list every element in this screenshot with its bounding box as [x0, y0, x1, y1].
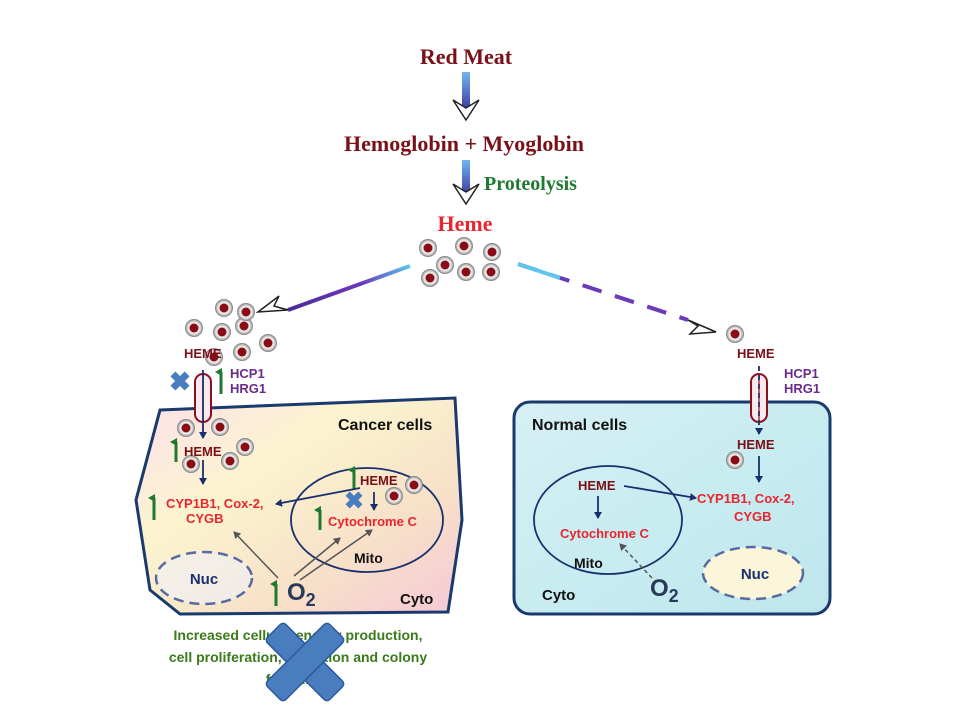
cancer-intracellular-heme [177, 418, 254, 473]
cancer-effect-line1: Increased cellular energy production, [174, 627, 423, 643]
normal-cells-title: Normal cells [532, 417, 627, 434]
heme-molecule-icon [177, 419, 195, 437]
heme-title-label: Heme [438, 211, 493, 236]
arrow-heme-to-cancer [255, 264, 411, 313]
heme-molecule-icon [405, 476, 423, 494]
heme-molecule-icon [259, 334, 277, 352]
cancer-cyp-label-line2: CYGB [186, 511, 224, 526]
heme-molecule-icon [237, 303, 255, 321]
normal-nuc-label: Nuc [741, 566, 769, 583]
heme-molecule-icon [236, 438, 254, 456]
normal-o2-text: O [650, 575, 669, 602]
cancer-o2-subscript: 2 [306, 590, 316, 610]
normal-heme-outside-label: HEME [737, 346, 775, 361]
heme-molecule-icon [436, 256, 454, 274]
red-meat-label: Red Meat [420, 44, 513, 69]
heme-molecule-icon [483, 243, 501, 261]
normal-nucleus [701, 545, 805, 601]
normal-o2-subscript: 2 [669, 586, 679, 606]
normal-outside-heme [726, 325, 744, 343]
blocked-cross-icon [170, 371, 190, 391]
cancer-hcp1-label: HCP1 [230, 366, 265, 381]
normal-mito-label: Mito [574, 555, 603, 571]
normal-o2-to-mito-arrow [619, 543, 653, 579]
cancer-mito-label: Mito [354, 550, 383, 566]
normal-heme-inside-label: HEME [737, 437, 775, 452]
cancer-heme-outside-label: HEME [184, 346, 222, 361]
heme-molecule-icon [213, 323, 231, 341]
cancer-o2-text: O [287, 579, 306, 606]
cancer-cyto-label: Cyto [400, 591, 433, 608]
hemoglobin-myoglobin-label: Hemoglobin + Myoglobin [344, 131, 584, 156]
cancer-o2-to-mito-arrow [293, 537, 341, 577]
arrow-heme-to-normal [517, 262, 717, 335]
normal-cyp-label-line1: CYP1B1, Cox-2, [697, 491, 795, 506]
proteolysis-label: Proteolysis [484, 173, 577, 195]
heme-molecule-icon [421, 269, 439, 287]
heme-molecule-icon [233, 343, 251, 361]
heme-molecule-icon [726, 451, 744, 469]
cancer-cyp-label-line1: CYP1B1, Cox-2, [166, 496, 264, 511]
cancer-o2-to-cytc-arrow [299, 529, 373, 581]
cancer-nucleus [154, 550, 254, 606]
cancer-nuc-label: Nuc [190, 571, 218, 588]
heme-molecule-icon [385, 487, 403, 505]
mito-blocked-cross-icon [345, 491, 363, 509]
normal-mitochondria [533, 465, 683, 575]
cancer-mito-heme-to-cyp-arrow [275, 487, 361, 507]
normal-mito-heme-label: HEME [578, 478, 616, 493]
heme-molecule-icon [482, 263, 500, 281]
arrow-redmeat-to-hemoglobin [452, 72, 480, 122]
effect-blocked-cross-icon [265, 622, 345, 702]
cancer-o2-label: O2 [287, 579, 316, 610]
arrow-hemoglobin-to-heme [452, 160, 480, 206]
cancer-cytochrome-c-label: Cytochrome C [328, 514, 417, 529]
normal-cytochrome-c-label: Cytochrome C [560, 526, 649, 541]
cancer-cells-title: Cancer cells [338, 417, 432, 434]
heme-molecule-cluster-left [185, 299, 277, 366]
normal-o2-label: O2 [650, 575, 679, 606]
normal-mito-heme-to-cyp-arrow [623, 485, 697, 501]
cancer-mito-heme-molecules [385, 476, 423, 505]
cancer-hrg1-label: HRG1 [230, 381, 266, 396]
heme-molecule-icon [185, 319, 203, 337]
normal-inside-heme [726, 451, 744, 469]
normal-cyp-label-line2: CYGB [734, 509, 772, 524]
heme-molecule-cluster [419, 237, 501, 287]
heme-molecule-icon [419, 239, 437, 257]
normal-cyto-label: Cyto [542, 587, 575, 604]
cancer-mito-heme-label: HEME [360, 473, 398, 488]
heme-molecule-icon [215, 299, 233, 317]
normal-hcp1-label: HCP1 [784, 366, 819, 381]
heme-molecule-icon [182, 455, 200, 473]
cancer-mitochondria [290, 467, 444, 573]
cancer-heme-inside-label: HEME [184, 444, 222, 459]
heme-molecule-icon [457, 263, 475, 281]
cancer-o2-to-cyp-arrow [233, 531, 279, 579]
heme-molecule-icon [221, 452, 239, 470]
heme-molecule-icon [726, 325, 744, 343]
normal-hrg1-label: HRG1 [784, 381, 820, 396]
heme-molecule-icon [455, 237, 473, 255]
heme-molecule-icon [211, 418, 229, 436]
heme-molecule-icon [205, 348, 223, 366]
heme-molecule-icon [235, 317, 253, 335]
